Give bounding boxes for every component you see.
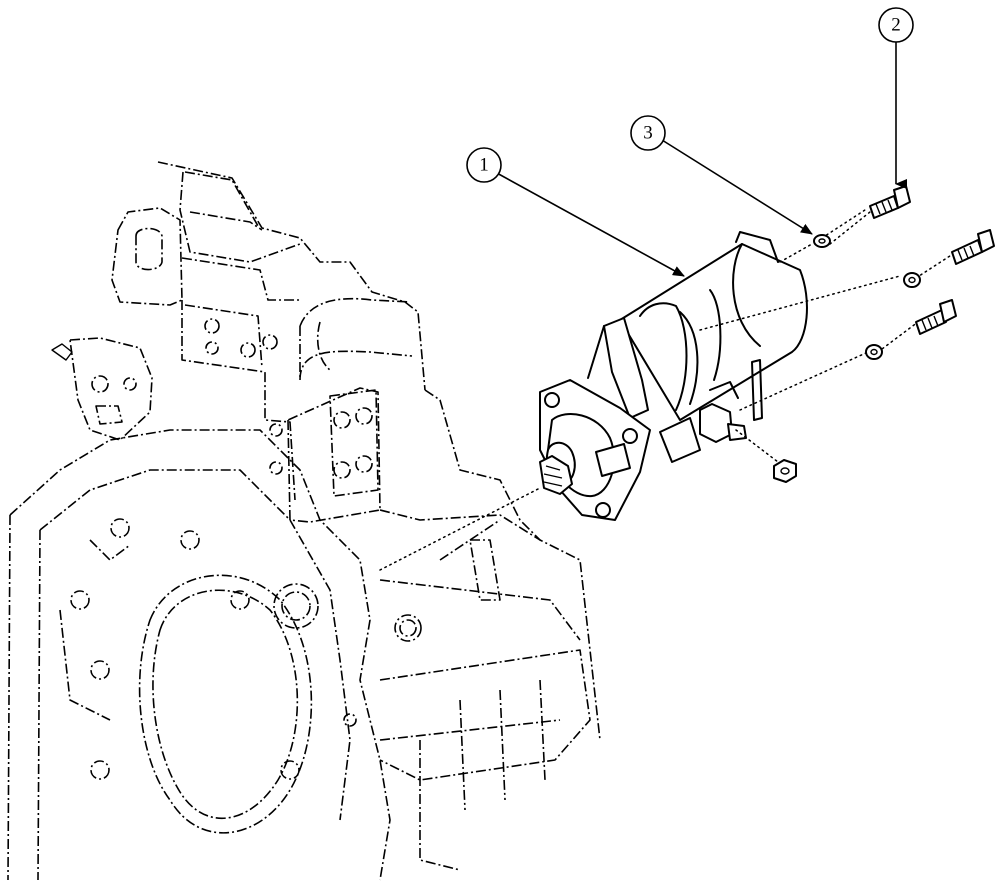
engine-block <box>7 161 601 881</box>
bolt-mid <box>951 229 995 265</box>
fasteners <box>773 185 995 483</box>
callout-1-circle <box>466 147 502 183</box>
callout-3-number: 3 <box>643 123 653 144</box>
callout-2-circle <box>878 7 914 43</box>
callout-3: 3 <box>630 115 813 235</box>
callout-3-circle <box>630 115 666 151</box>
bolt-top <box>869 185 911 219</box>
alignment-lines <box>379 207 957 571</box>
starter-motor <box>539 231 808 521</box>
washer-low <box>865 344 883 360</box>
nut <box>773 459 797 483</box>
callout-1-number: 1 <box>479 155 489 176</box>
callout-1: 1 <box>466 147 685 277</box>
washer-3 <box>813 234 831 248</box>
washer-mid <box>903 272 921 288</box>
callout-2-number: 2 <box>891 15 901 36</box>
bolt-low <box>915 299 957 335</box>
callout-2: 2 <box>878 7 914 189</box>
